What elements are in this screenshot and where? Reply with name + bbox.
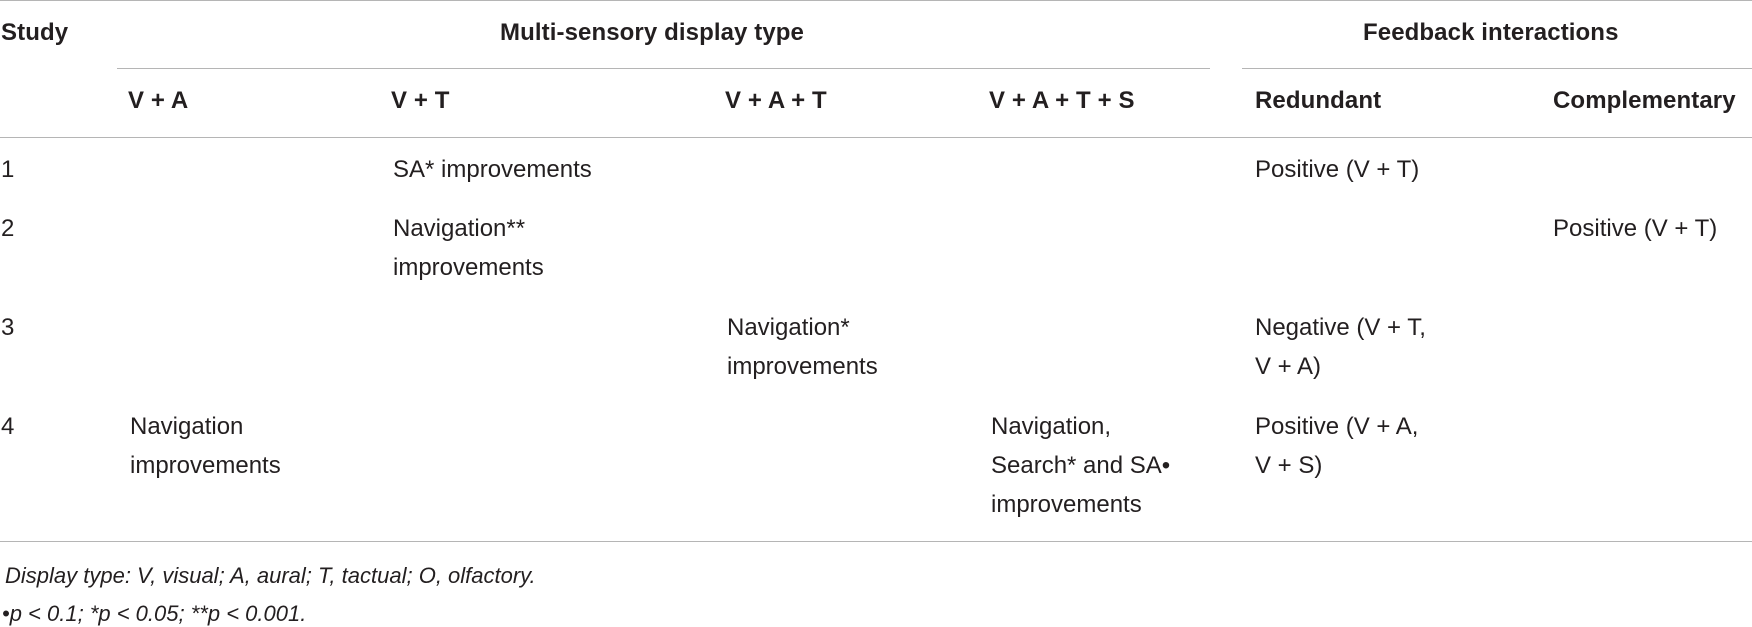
header-col-vats: V + A + T + S <box>989 87 1135 114</box>
row-1-vt: SA* improvements <box>393 156 592 183</box>
header-col-redundant: Redundant <box>1255 87 1382 114</box>
header-display-type-group: Multi-sensory display type <box>500 19 805 46</box>
footnote-significance: •p < 0.1; *p < 0.05; **p < 0.001. <box>2 601 307 626</box>
row-1-redundant: Positive (V + T) <box>1255 156 1420 183</box>
table-bottom-rule <box>0 541 1752 542</box>
row-2-study: 2 <box>1 215 15 242</box>
row-4-vats: Navigation, Search* and SA• improvements <box>991 413 1171 518</box>
row-2-complementary: Positive (V + T) <box>1553 215 1718 242</box>
row-4-redundant: Positive (V + A, V + S) <box>1255 413 1419 479</box>
top-rule <box>0 0 1752 1</box>
header-bottom-rule <box>0 137 1752 138</box>
display-type-group-rule <box>117 68 1210 69</box>
feedback-group-rule <box>1242 68 1752 69</box>
header-col-vt: V + T <box>391 87 450 114</box>
header-study: Study <box>1 19 69 46</box>
header-col-va: V + A <box>128 87 189 114</box>
row-3-vat: Navigation* improvements <box>727 314 878 380</box>
row-4-study: 4 <box>1 413 15 440</box>
header-feedback-group: Feedback interactions <box>1363 19 1619 46</box>
row-2-vt: Navigation** improvements <box>393 215 544 281</box>
header-col-complementary: Complementary <box>1553 87 1736 114</box>
footnote-display-type: Display type: V, visual; A, aural; T, ta… <box>5 563 536 588</box>
header-col-vat: V + A + T <box>725 87 827 114</box>
row-3-redundant: Negative (V + T, V + A) <box>1255 314 1426 380</box>
row-3-study: 3 <box>1 314 15 341</box>
row-1-study: 1 <box>1 156 15 183</box>
row-4-va: Navigation improvements <box>130 413 281 479</box>
